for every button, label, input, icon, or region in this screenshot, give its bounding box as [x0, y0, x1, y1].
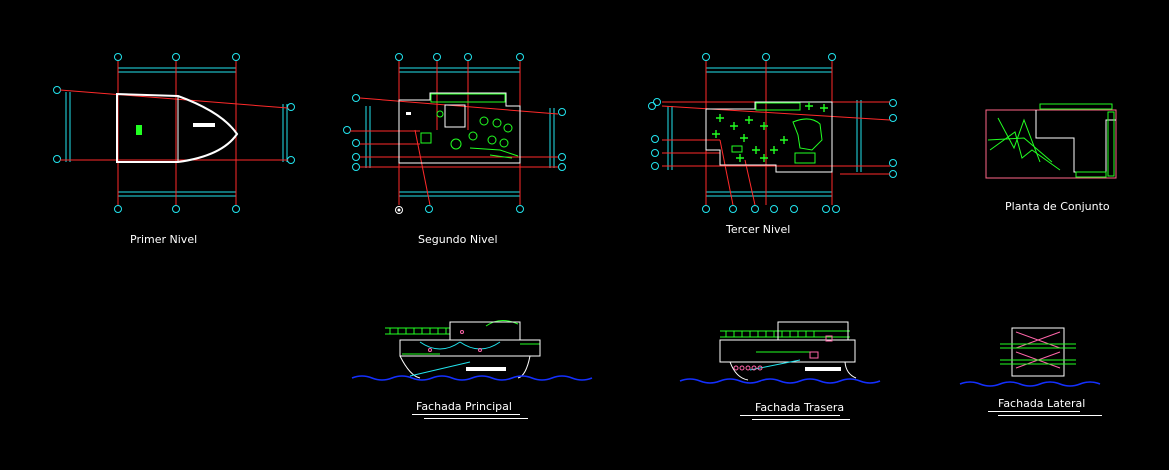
label-primer-nivel: Primer Nivel	[130, 233, 198, 246]
plan-conjunto	[985, 103, 1117, 179]
elevation-fachada-principal	[351, 320, 593, 381]
label-fachada-trasera: Fachada Trasera	[755, 401, 845, 414]
label-fachada-principal: Fachada Principal	[416, 400, 512, 413]
underline-fachada-lateral-2	[998, 415, 1102, 416]
label-planta-conjunto: Planta de Conjunto	[1005, 200, 1110, 213]
label-tercer-nivel: Tercer Nivel	[726, 223, 791, 236]
label-segundo-nivel: Segundo Nivel	[418, 233, 498, 246]
underline-fachada-trasera-2	[752, 419, 850, 420]
plan-tercer-nivel	[648, 53, 897, 213]
underline-fachada-trasera	[740, 415, 840, 416]
underline-fachada-lateral	[988, 411, 1080, 412]
label-fachada-lateral: Fachada Lateral	[998, 397, 1086, 410]
elevation-fachada-lateral	[959, 327, 1101, 387]
plan-segundo-nivel	[343, 53, 566, 214]
underline-fachada-principal-2	[424, 418, 528, 419]
elevation-fachada-trasera	[679, 321, 881, 384]
plan-primer-nivel	[53, 53, 295, 213]
underline-fachada-principal	[412, 414, 520, 415]
